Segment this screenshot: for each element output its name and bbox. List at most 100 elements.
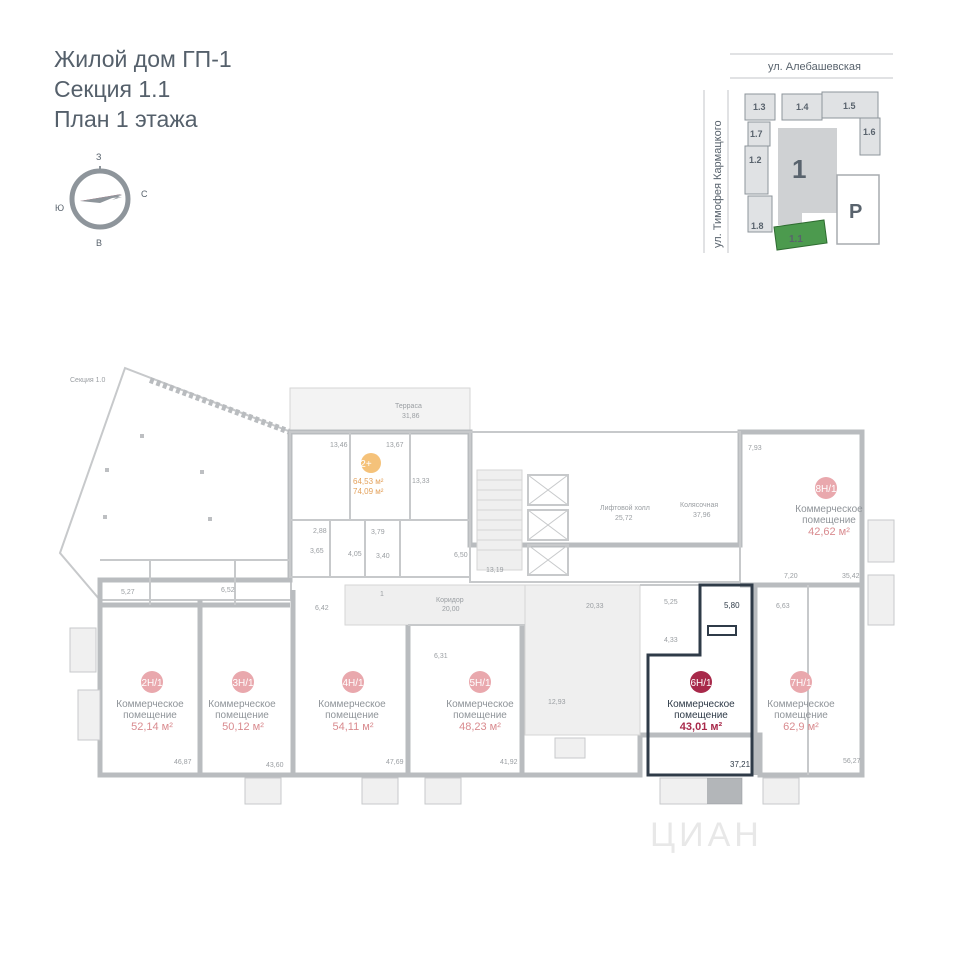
compass-west: Ю	[55, 203, 64, 213]
section-label-1-3: 1.3	[753, 102, 766, 112]
area-label: 3,79	[371, 529, 385, 536]
lift-hall-area: 25,72	[615, 515, 633, 522]
unit-7n1[interactable]: 7Н/1 Коммерческое помещение 62,9 м²	[767, 671, 835, 733]
unit-subtitle: помещение	[123, 710, 177, 721]
area-label: 7,93	[748, 445, 762, 452]
unit-area: 43,01 м²	[680, 721, 723, 733]
unit-badge: 5Н/1	[469, 678, 491, 689]
area-label: 41,92	[500, 759, 518, 766]
unit-title: Коммерческое	[667, 699, 735, 710]
stroller-label: Колясочная	[680, 502, 718, 509]
unit-5n1[interactable]: 5Н/1 Коммерческое помещение 48,23 м²	[446, 671, 514, 733]
corridor-label: Коридор	[436, 597, 464, 604]
area-label: 2,88	[313, 528, 327, 535]
area-label: 6,42	[315, 605, 329, 612]
area-label: 12,93	[548, 699, 566, 706]
corridor-area: 20,00	[442, 606, 460, 613]
unit-area: 62,9 м²	[783, 721, 819, 733]
compass-north: З	[96, 152, 101, 162]
section-label-1-1: 1.1	[789, 234, 803, 245]
unit-4n1[interactable]: 4Н/1 Коммерческое помещение 54,11 м²	[318, 671, 386, 733]
unit-title: Коммерческое	[767, 699, 835, 710]
building-number: 1	[792, 154, 806, 184]
unit-badge: 8Н/1	[815, 484, 837, 495]
neighbor-section-label: Секция 1.0	[70, 377, 106, 384]
apartment-badge-shape	[361, 453, 381, 473]
floor-title: План 1 этажа	[54, 106, 198, 132]
area-label: 5,25	[664, 599, 678, 606]
apartment-area-total: 74,09 м²	[353, 487, 384, 496]
area-label: 20,33	[586, 603, 604, 610]
area-label: 3,40	[376, 553, 390, 560]
street-top-label: ул. Алебашевская	[768, 61, 861, 73]
unit-subtitle: помещение	[453, 710, 507, 721]
area-label: 3,65	[310, 548, 324, 555]
area-label: 13,33	[412, 478, 430, 485]
street-left-label: ул. Тимофея Кармацкого	[712, 120, 724, 248]
title-block: Жилой дом ГП-1 Секция 1.1 План 1 этажа	[54, 44, 232, 134]
area-label: 37,21	[730, 760, 751, 769]
area-label: 1	[380, 591, 384, 598]
area-label: 6,63	[776, 603, 790, 610]
area-label: 6,52	[221, 587, 235, 594]
watermark: ЦИАН	[650, 816, 763, 854]
building-title: Жилой дом ГП-1	[54, 46, 232, 72]
unit-badge: 7Н/1	[790, 678, 812, 689]
terrace-area: 31,86	[402, 413, 420, 420]
area-label: 13,46	[330, 442, 348, 449]
compass-icon: З В Ю С	[55, 152, 148, 248]
unit-subtitle: помещение	[674, 710, 728, 721]
section-label-1-4: 1.4	[796, 102, 809, 112]
apartment-area-living: 64,53 м²	[353, 477, 384, 486]
unit-6n1-selected[interactable]: 6Н/1 Коммерческое помещение 43,01 м²	[667, 671, 735, 733]
section-title: Секция 1.1	[54, 76, 171, 102]
area-label: 4,05	[348, 551, 362, 558]
section-label-1-2: 1.2	[749, 155, 762, 165]
area-label: 13,19	[486, 567, 504, 574]
unit-8n1[interactable]: 8Н/1 Коммерческое помещение 42,62 м²	[795, 477, 863, 538]
area-label: 56,27	[843, 758, 861, 765]
unit-area: 50,12 м²	[222, 721, 264, 733]
compass-east: С	[141, 189, 148, 199]
unit-title: Коммерческое	[318, 699, 386, 710]
area-label: 46,87	[174, 759, 192, 766]
unit-badge: 6Н/1	[690, 678, 712, 689]
unit-subtitle: помещение	[774, 710, 828, 721]
unit-title: Коммерческое	[795, 504, 863, 515]
area-label: 7,20	[784, 573, 798, 580]
unit-area: 54,11 м²	[333, 721, 374, 733]
unit-area: 52,14 м²	[131, 721, 173, 733]
floor-plan: Секция 1.0 Терраса 31,86 2+ 64,53 м² 74,…	[58, 366, 895, 805]
section-label-1-5: 1.5	[843, 101, 856, 111]
area-label: 13,67	[386, 442, 404, 449]
area-label: 6,31	[434, 653, 448, 660]
area-label: 47,69	[386, 759, 404, 766]
small-area-labels: 13,46 13,67 13,33 2,88 3,79 3,65 4,05 3,…	[121, 442, 861, 769]
unit-title: Коммерческое	[116, 699, 184, 710]
unit-area: 42,62 м²	[808, 526, 850, 538]
parking-label: Р	[849, 201, 862, 223]
selected-unit-outline[interactable]	[646, 583, 754, 777]
site-map: ул. Алебашевская ул. Тимофея Кармацкого …	[703, 53, 893, 253]
terrace-label: Терраса	[395, 403, 422, 410]
unit-3n1[interactable]: 3Н/1 Коммерческое помещение 50,12 м²	[208, 671, 276, 733]
compass-south: В	[96, 238, 102, 248]
unit-subtitle: помещение	[325, 710, 379, 721]
area-label: 4,33	[664, 637, 678, 644]
unit-subtitle: помещение	[802, 515, 856, 526]
area-label: 5,80	[724, 601, 740, 610]
apartment-badge: 2+	[360, 459, 372, 470]
unit-area: 48,23 м²	[459, 721, 501, 733]
section-label-1-7: 1.7	[750, 129, 763, 139]
area-label: 6,50	[454, 552, 468, 559]
area-label: 43,60	[266, 762, 284, 769]
lift-hall-label: Лифтовой холл	[600, 504, 650, 512]
section-label-1-8: 1.8	[751, 221, 764, 231]
section-label-1-6: 1.6	[863, 127, 876, 137]
unit-badge: 4Н/1	[342, 678, 364, 689]
unit-2n1[interactable]: 2Н/1 Коммерческое помещение 52,14 м²	[116, 671, 184, 733]
unit-title: Коммерческое	[446, 699, 514, 710]
area-label: 5,27	[121, 589, 135, 596]
unit-badge: 3Н/1	[232, 678, 254, 689]
